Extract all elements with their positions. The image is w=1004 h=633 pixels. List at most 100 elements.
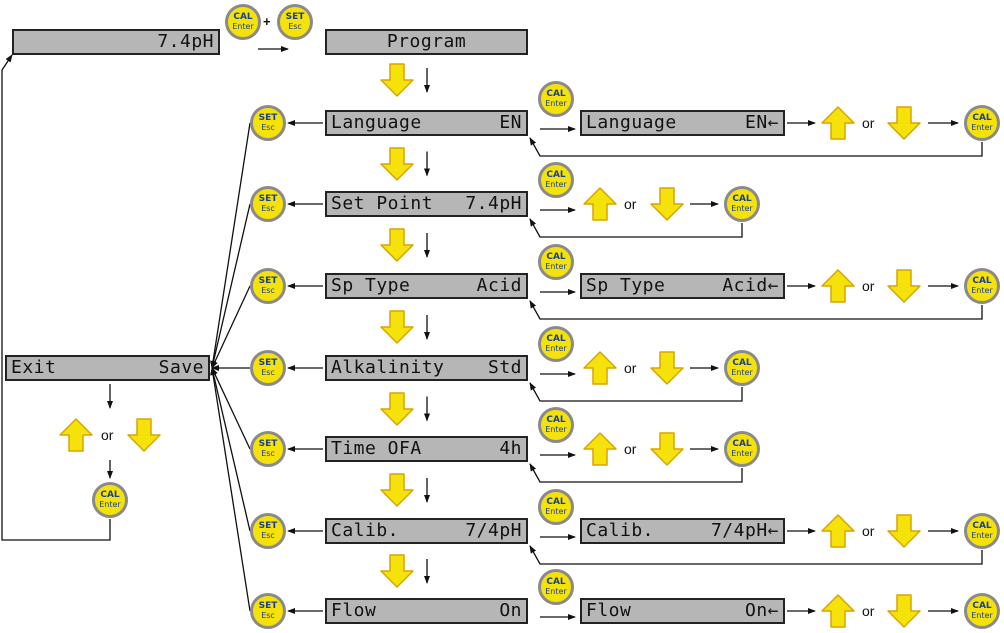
program-display-label: Program — [386, 31, 467, 52]
home-display-value: 7.4pH — [157, 31, 214, 52]
cal-enter-confirm-button-calib-line1: CAL — [972, 521, 992, 531]
edit-display-calib-value: 7/4pH← — [710, 520, 779, 541]
set-esc-button-flow-line1: SET — [258, 601, 278, 611]
display-flow-value: On — [499, 600, 522, 621]
display-flow-label: Flow — [331, 600, 377, 621]
cal-enter-confirm-button-sp-type-line1: CAL — [972, 276, 992, 286]
cal-enter-button-sp-type-line1: CAL — [546, 252, 566, 262]
display-calib-value: 7/4pH — [465, 520, 522, 541]
set-esc-button-top-line1: SET — [285, 12, 305, 22]
set-esc-button-alkalinity-line1: SET — [258, 358, 278, 368]
down-arrow-icon-time-ofa[interactable] — [650, 432, 684, 466]
set-esc-button-top-line2: Esc — [288, 22, 302, 31]
step-down-arrow-icon-flow — [380, 554, 414, 588]
up-arrow-icon-calib[interactable] — [821, 514, 855, 548]
cal-enter-button-flow-line1: CAL — [546, 577, 566, 587]
cal-enter-confirm-button-time-ofa-line2: Enter — [731, 449, 753, 458]
display-language-value: EN — [499, 112, 522, 133]
down-arrow-icon-language[interactable] — [887, 106, 921, 140]
display-language-label: Language — [331, 112, 422, 133]
set-esc-button-sp-type-line2: Esc — [261, 286, 275, 295]
exit-save-display-label: Exit — [11, 357, 57, 378]
edit-display-flow: Flow On← — [580, 598, 785, 624]
step-down-arrow-icon-set-point — [380, 146, 414, 181]
exit-cal-enter-button-line1: CAL — [100, 490, 120, 500]
exit-or-label: or — [101, 427, 114, 443]
display-calib: Calib.7/4pH — [325, 518, 528, 544]
set-esc-button-language-line1: SET — [258, 113, 278, 123]
up-arrow-icon-time-ofa[interactable] — [583, 432, 617, 466]
display-alkalinity-label: Alkalinity — [331, 357, 445, 378]
cal-enter-button-time-ofa-line1: CAL — [546, 415, 566, 425]
cal-enter-button-top-line1: CAL — [233, 12, 253, 22]
display-time-ofa-value: 4h — [499, 438, 522, 459]
plus-sign: + — [263, 14, 271, 29]
edit-display-language-label: Language — [586, 112, 677, 133]
or-label-sp-type: or — [862, 278, 875, 294]
up-arrow-icon-sp-type[interactable] — [821, 269, 855, 303]
display-set-point-value: 7.4pH — [465, 193, 522, 214]
cal-enter-button-alkalinity-line1: CAL — [546, 334, 566, 344]
cal-enter-button-calib-line2: Enter — [545, 507, 567, 516]
edit-display-language: Language EN← — [580, 110, 785, 136]
up-arrow-icon-alkalinity[interactable] — [583, 351, 617, 385]
edit-display-flow-value: On← — [744, 600, 779, 621]
down-arrow-icon-calib[interactable] — [887, 514, 921, 548]
cal-enter-button-set-point-line2: Enter — [545, 180, 567, 189]
down-arrow-icon-sp-type[interactable] — [887, 269, 921, 303]
edit-display-flow-label: Flow — [586, 600, 632, 621]
exit-down-arrow-icon[interactable] — [127, 418, 161, 452]
exit-up-arrow-icon[interactable] — [59, 418, 93, 452]
set-esc-button-calib-line1: SET — [258, 521, 278, 531]
down-arrow-icon-alkalinity[interactable] — [650, 351, 684, 385]
cal-enter-confirm-button-alkalinity-line2: Enter — [731, 368, 753, 377]
up-arrow-icon-language[interactable] — [821, 106, 855, 140]
edit-display-calib: Calib.7/4pH← — [580, 518, 785, 544]
step-down-arrow-icon-time-ofa — [380, 391, 414, 426]
cal-enter-confirm-button-alkalinity-line1: CAL — [732, 358, 752, 368]
step-down-arrow-icon-calib — [380, 473, 414, 507]
display-sp-type-value: Acid — [476, 275, 522, 296]
display-language: Language EN — [325, 110, 528, 136]
display-alkalinity-value: Std — [487, 357, 522, 378]
step-down-arrow-icon-language — [380, 63, 414, 97]
display-alkalinity: Alkalinity Std — [325, 355, 528, 381]
up-arrow-icon-set-point[interactable] — [583, 187, 617, 221]
up-arrow-icon-flow[interactable] — [821, 594, 855, 628]
set-esc-button-set-point-line2: Esc — [261, 204, 275, 213]
set-esc-button-set-point-line1: SET — [258, 194, 278, 204]
down-arrow-icon-set-point[interactable] — [650, 187, 684, 221]
set-esc-button-time-ofa-line1: SET — [258, 439, 278, 449]
edit-display-language-value: EN← — [744, 112, 779, 133]
or-label-calib: or — [862, 523, 875, 539]
program-display: Program — [325, 29, 528, 55]
down-arrow-icon-flow[interactable] — [887, 594, 921, 628]
set-esc-button-time-ofa-line2: Esc — [261, 449, 275, 458]
